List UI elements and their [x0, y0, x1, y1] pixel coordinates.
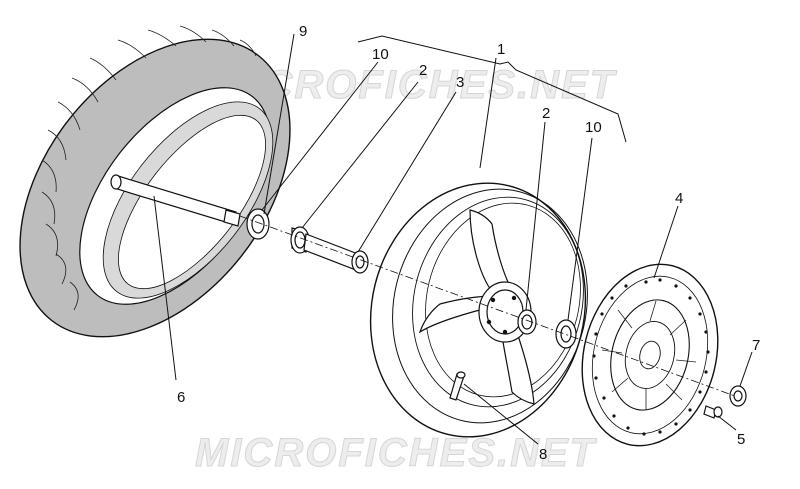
callout-bearing-left: 10: [372, 46, 389, 63]
watermark-bottom: MICROFICHES.NET: [195, 431, 598, 475]
spacer-hub: [517, 309, 537, 335]
callout-spacer-hub: 2: [542, 105, 550, 122]
leader-lines: [153, 33, 753, 445]
callout-disc-screw: 5: [737, 431, 745, 448]
bearing-right: [555, 319, 577, 349]
callout-sleeve: 3: [456, 74, 464, 91]
disc-holes: [592, 278, 710, 436]
callout-nut: 7: [752, 337, 760, 354]
callout-bearing-right: 10: [585, 119, 602, 136]
wheel-rim: [369, 182, 588, 438]
axle: [110, 174, 241, 227]
sleeve: [303, 233, 369, 274]
valve: [449, 371, 466, 401]
callout-brake-disc: 4: [675, 190, 683, 207]
brake-disc: [581, 263, 719, 447]
callout-wheel-assembly: 1: [497, 41, 505, 58]
bearing-left: [246, 208, 270, 240]
callout-tyre: 9: [299, 23, 307, 40]
callout-spacer-top: 2: [419, 62, 427, 79]
assembly-bracket: [357, 35, 627, 143]
disc-screw: [703, 405, 723, 419]
nut: [729, 385, 747, 407]
center-axis: [239, 215, 736, 397]
callout-valve: 8: [539, 446, 547, 463]
callout-axle: 6: [177, 389, 185, 406]
